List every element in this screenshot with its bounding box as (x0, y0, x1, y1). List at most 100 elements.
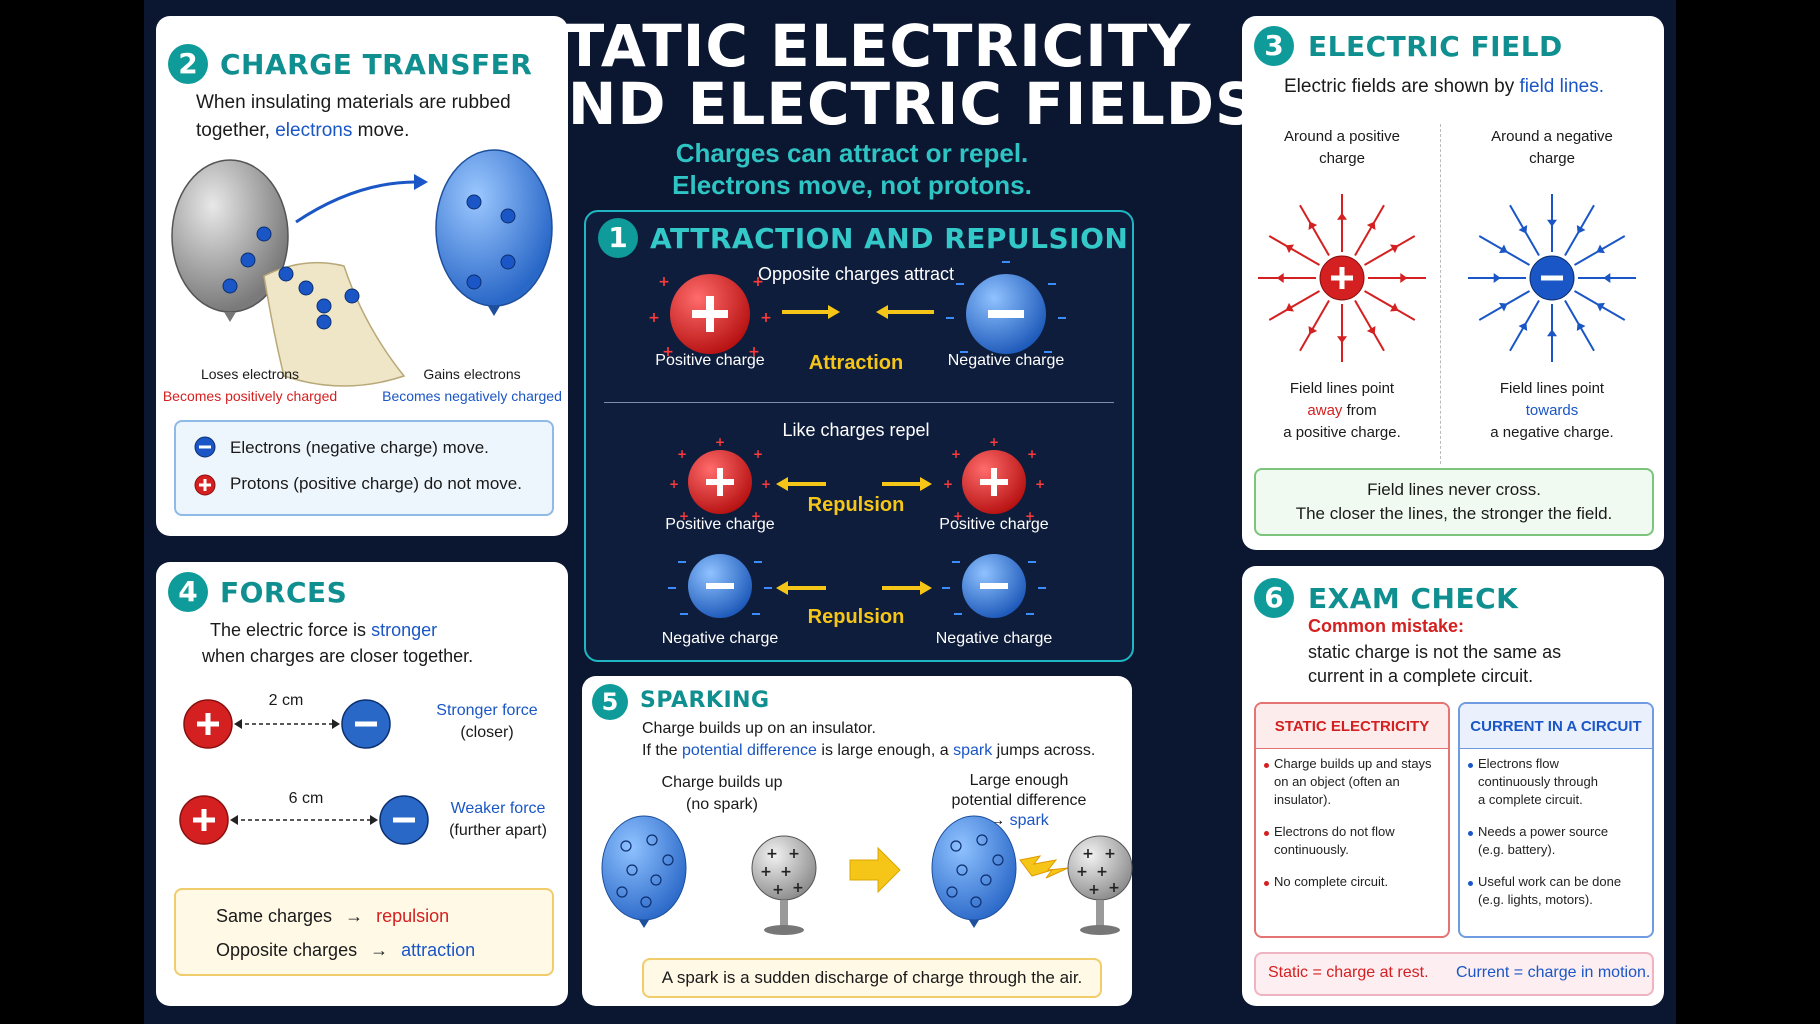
field-line (1364, 290, 1416, 321)
svg-text:+: + (752, 274, 764, 290)
proton-icon (194, 474, 216, 496)
positive-charge-label-right: Positive charge (939, 516, 1049, 533)
loses-electrons-label: Loses electrons (200, 366, 300, 382)
field-arrowhead (1308, 325, 1318, 335)
negative-field-desc-3: a negative charge. (1490, 424, 1614, 441)
repulsion-text: repulsion (376, 906, 450, 926)
arrow-icon: → (345, 906, 364, 926)
opposite-charges-text: Opposite charges (216, 940, 358, 960)
svg-text:+: + (662, 344, 674, 360)
common-mistake-text-2: current in a complete circuit. (1308, 666, 1534, 686)
list-item-line: insulator). (1274, 792, 1332, 807)
same-charges-row: Same charges → repulsion (216, 906, 449, 927)
charge-key-box: Electrons (negative charge) move. Proton… (174, 420, 554, 516)
field-arrowhead (1276, 273, 1284, 283)
intro-text: is large enough, a (821, 742, 949, 759)
charge-transfer-intro-2: together, electrons move. (196, 120, 409, 142)
list-item-line: Electrons do not flow (1274, 824, 1395, 839)
field-arrowhead (1518, 322, 1528, 331)
same-charges-text: Same charges (216, 906, 333, 926)
field-arrowhead (1285, 302, 1295, 312)
negative-field-desc-2: towards (1525, 402, 1579, 419)
field-arrowhead (1389, 244, 1399, 254)
sparking-card: 5 SPARKING Charge builds up on an insula… (582, 676, 1133, 1006)
like-repel-heading: Like charges repel (782, 420, 930, 440)
sparking-intro-2: If the potential difference is large eno… (642, 742, 1095, 760)
svg-text:+: + (1104, 846, 1116, 862)
attraction-repulsion-panel: 1 ATTRACTION AND REPULSION Opposite char… (584, 210, 1134, 662)
field-arrowhead (1547, 219, 1557, 227)
spark-note-text: A spark is a sudden discharge of charge … (661, 968, 1083, 987)
list-item-line: continuously through (1478, 774, 1598, 789)
svg-text:+: + (951, 447, 961, 461)
exam-check-title: EXAM CHECK (1308, 582, 1519, 615)
field-line (1299, 204, 1330, 256)
exam-footer-box: Static = charge at rest. Current = charg… (1254, 952, 1654, 996)
field-line (1268, 235, 1320, 266)
field-arrowhead (1337, 336, 1347, 344)
page-title-line1: STATIC ELECTRICITY (522, 12, 1192, 80)
field-arrowhead (1308, 221, 1318, 231)
attraction-label: Attraction (808, 352, 904, 374)
gains-electrons-label: Gains electrons (423, 366, 521, 382)
static-title: STATIC ELECTRICITY (1274, 718, 1430, 735)
list-item-line: Electrons flow (1478, 756, 1559, 771)
forces-card: 4 FORCES The electric force is stronger … (156, 562, 568, 1006)
arrow-icon: → (370, 940, 389, 960)
electric-field-card: 3 ELECTRIC FIELD Electric fields are sho… (1242, 16, 1664, 550)
sparking-title: SPARKING (640, 688, 770, 713)
forces-summary-box: Same charges → repulsion Opposite charge… (174, 888, 554, 976)
svg-text:+: + (679, 509, 689, 523)
field-note-1: Field lines never cross. (1367, 480, 1541, 499)
spark-note-box: A spark is a sudden discharge of charge … (642, 958, 1102, 998)
balloon-rubbing-illustration (171, 149, 553, 387)
field-arrowhead (1493, 273, 1501, 283)
subtitle-line1: Charges can attract or repel. (675, 138, 1029, 168)
large-enough-label-2: potential difference (951, 792, 1087, 809)
field-line (1268, 290, 1320, 321)
list-item-line: Needs a power source (1478, 824, 1609, 839)
exam-check-card: 6 EXAM CHECK Common mistake: static char… (1242, 566, 1664, 1006)
charge-transfer-intro-1: When insulating materials are rubbed (196, 92, 511, 113)
footer-current: Current = charge in motion. (1456, 964, 1651, 981)
negative-field-label-2: charge (1529, 150, 1575, 167)
section-number-4: 4 (168, 572, 208, 612)
svg-text:+: + (648, 310, 660, 326)
field-arrowhead (1596, 244, 1605, 254)
svg-text:+: + (753, 447, 763, 461)
svg-text:+: + (677, 447, 687, 461)
sign-bar (1541, 275, 1563, 281)
svg-text:+: + (1076, 864, 1088, 880)
field-arrowhead (1596, 302, 1605, 312)
section-number-6: 6 (1254, 578, 1294, 618)
svg-text:+: + (788, 846, 800, 862)
bullet-icon (1264, 763, 1269, 768)
footer-static: Static = charge at rest. (1268, 964, 1429, 981)
electric-field-title: ELECTRIC FIELD (1308, 30, 1563, 63)
far-charges-diagram (179, 795, 429, 845)
field-arrowhead (1547, 329, 1557, 337)
bullet-icon (1264, 831, 1269, 836)
positive-repel-diagram: +++++++ +++++++ (669, 435, 1045, 523)
static-header (1256, 704, 1448, 749)
field-arrowhead (1337, 212, 1347, 220)
positive-field-diagram (1258, 194, 1426, 362)
positive-charge-label: Positive charge (655, 352, 765, 369)
positive-field-desc-2: away from (1262, 402, 1422, 419)
intro-text: If the (642, 742, 678, 759)
field-lines-highlight: field lines. (1519, 76, 1605, 97)
becomes-positive-label: Becomes positively charged (162, 388, 338, 404)
list-item-line: (e.g. battery). (1478, 842, 1556, 857)
svg-text:+: + (766, 846, 778, 862)
page-title-line2: AND ELECTRIC FIELDS (522, 70, 1258, 138)
svg-text:+: + (760, 864, 772, 880)
electron-icon (194, 436, 216, 458)
positive-field-label-1: Around a positive (1284, 128, 1400, 145)
repulsion-label-positive: Repulsion (807, 494, 905, 516)
charge-transfer-card: 2 CHARGE TRANSFER When insulating materi… (156, 16, 568, 536)
distance-2cm: 2 cm (268, 692, 304, 709)
field-arrowhead (1366, 325, 1376, 335)
list-item-line: No complete circuit. (1274, 874, 1389, 889)
poster: STATIC ELECTRICITY AND ELECTRIC FIELDS C… (144, 0, 1676, 1024)
